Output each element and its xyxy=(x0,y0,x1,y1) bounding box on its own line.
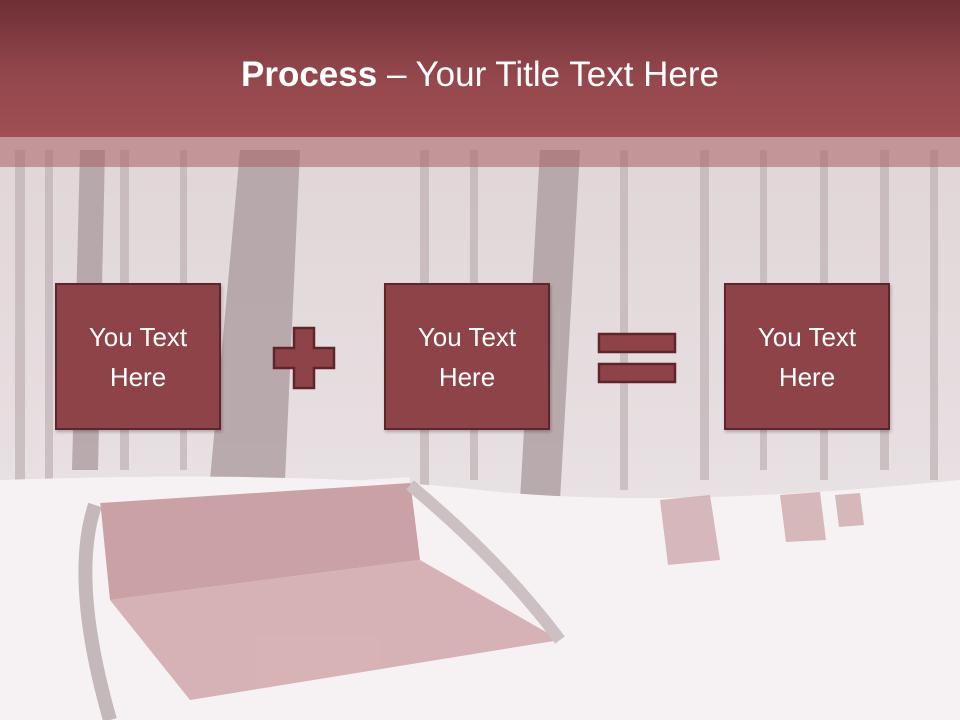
slide-title-bold: Process xyxy=(241,55,378,94)
title-band xyxy=(0,137,960,167)
process-step-2-box[interactable]: You Text Here xyxy=(384,283,550,430)
process-step-3-box[interactable]: You Text Here xyxy=(724,283,890,430)
slide-title-rest: – Your Title Text Here xyxy=(377,55,719,94)
process-step-3-label: You Text Here xyxy=(757,321,857,392)
plus-icon xyxy=(272,326,336,390)
process-step-2-label: You Text Here xyxy=(417,321,517,392)
equals-icon xyxy=(597,332,677,384)
process-step-1-box[interactable]: You Text Here xyxy=(55,283,221,430)
slide-title: Process – Your Title Text Here xyxy=(0,52,960,98)
process-step-1-label: You Text Here xyxy=(88,321,188,392)
title-bar xyxy=(0,0,960,137)
